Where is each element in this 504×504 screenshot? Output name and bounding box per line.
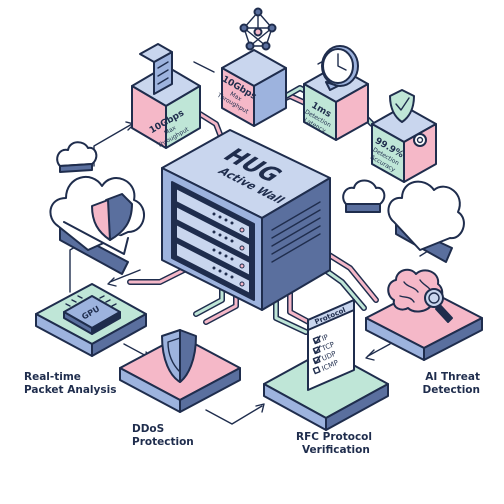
protocol-card: Protocol IP TCP UDP ICMP: [307, 299, 355, 391]
module-ddos-protection: DDoS Protection: [119, 329, 241, 448]
ai-label-line2: Detection: [422, 384, 480, 396]
neural-network-icon: [239, 7, 277, 51]
brain-magnifier-icon: [387, 268, 453, 323]
shield-icon: [161, 329, 197, 383]
cloud-small-left: [56, 141, 98, 173]
gpu-chip-icon: GPU: [63, 295, 121, 335]
module-packet-analysis: GPU Real-time Packet Analysis: [24, 283, 147, 396]
clock-icon: [321, 45, 359, 91]
shield-check-gear-icon: [389, 89, 427, 147]
metric-box-throughput-1: 10Gbps Max Throughput: [131, 43, 201, 150]
ai-label-line1: AI Threat: [425, 371, 480, 383]
rfc-label-line1: RFC Protocol: [296, 431, 372, 443]
rfc-label-line2: Verification: [302, 444, 370, 456]
metric-box-latency: 1ms Detection Latency: [303, 45, 369, 141]
server-rack-icon: [139, 43, 173, 95]
metric-box-accuracy: 99.9% Detection Accuracy: [369, 89, 437, 183]
module-ai-threat-detection: AI Threat Detection: [365, 268, 483, 396]
metric-box-throughput-2: 10Gbps Max Throughput: [215, 7, 287, 127]
central-server: HUG Active Wall: [161, 129, 331, 311]
cloud-right: [387, 180, 465, 263]
cloud-shield-icon: [91, 193, 133, 241]
ddos-label-line2: Protection: [132, 436, 194, 448]
packet-label-line1: Real-time: [24, 371, 81, 383]
protocol-item-ip: IP: [321, 333, 330, 343]
cloud-small-right: [342, 179, 386, 213]
server-vents: [271, 201, 321, 263]
module-rfc-verification: Protocol IP TCP UDP ICMP RFC Protocol Ve…: [263, 299, 389, 456]
packet-label-line2: Packet Analysis: [24, 384, 116, 396]
server-drive-bays: [175, 187, 251, 295]
ddos-label-line1: DDoS: [132, 423, 164, 435]
